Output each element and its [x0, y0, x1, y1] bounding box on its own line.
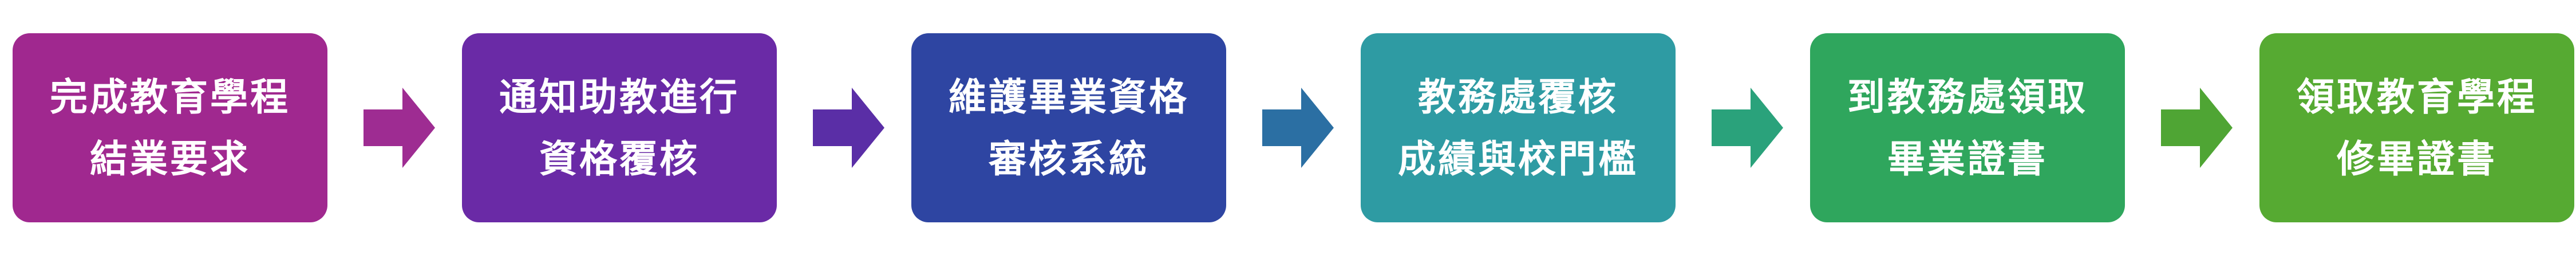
- step-6-line-1: 領取教育學程: [2297, 76, 2537, 118]
- step-2-box: 通知助教進行 資格覆核: [462, 33, 777, 222]
- arrow-right-icon: [364, 88, 435, 168]
- arrow-right-icon: [2161, 88, 2233, 168]
- step-2-line-2: 資格覆核: [539, 138, 700, 180]
- step-4-box: 教務處覆核 成績與校門檻: [1361, 33, 1676, 222]
- step-3-box: 維護畢業資格 審核系統: [911, 33, 1226, 222]
- step-3-line-2: 審核系統: [989, 138, 1149, 180]
- step-6-box: 領取教育學程 修畢證書: [2259, 33, 2574, 222]
- arrow-right-icon: [813, 88, 884, 168]
- step-5-line-1: 到教務處領取: [1847, 76, 2088, 118]
- step-4-line-2: 成績與校門檻: [1398, 138, 1638, 180]
- step-6-line-2: 修畢證書: [2337, 138, 2497, 180]
- arrow-right-icon: [1712, 88, 1783, 168]
- step-1-line-1: 完成教育學程: [50, 76, 290, 118]
- step-1-line-2: 結業要求: [90, 138, 250, 180]
- step-5-line-2: 畢業證書: [1887, 138, 2048, 180]
- step-3-line-1: 維護畢業資格: [949, 76, 1189, 118]
- step-4-line-1: 教務處覆核: [1418, 76, 1618, 118]
- step-5-box: 到教務處領取 畢業證書: [1810, 33, 2125, 222]
- arrow-right-icon: [1262, 88, 1334, 168]
- step-1-box: 完成教育學程 結業要求: [13, 33, 327, 222]
- step-2-line-1: 通知助教進行: [499, 76, 740, 118]
